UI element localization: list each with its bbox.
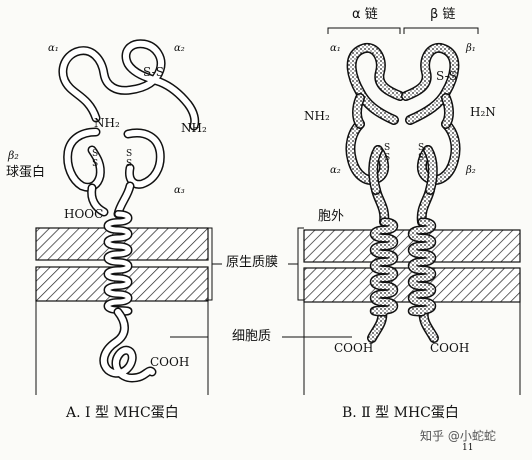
beta1-label-b: β₁ <box>466 43 476 54</box>
svg-text:S: S <box>384 153 390 163</box>
alpha-chain-label: α 链 <box>352 7 378 22</box>
disulfide-label-b: S-S <box>436 69 457 83</box>
disulfide-label-a: S-S <box>143 65 164 79</box>
alpha1-label-a: α₁ <box>48 43 59 54</box>
nh2-label-b: NH₂ <box>304 109 330 123</box>
panel-b-chain-brackets <box>327 27 479 34</box>
cytoplasm-label: 细胞质 <box>232 329 272 344</box>
membrane-bracket <box>170 227 352 338</box>
nh2-left-label-a: NH₂ <box>94 116 120 130</box>
alpha3-label-a: α₃ <box>174 185 185 196</box>
globulin-label: 球蛋白 <box>6 165 46 180</box>
panel-b-alpha-helix <box>369 217 399 317</box>
panel-b-disulfide-bonds: SS SS <box>384 143 424 163</box>
panel-a-transmembrane-helix <box>103 210 133 316</box>
alpha2-label-b: α₂ <box>330 165 341 176</box>
helix-core <box>105 211 131 315</box>
svg-text:S: S <box>418 143 424 153</box>
helix-core <box>371 219 397 315</box>
hooc-label-a: HOOC <box>64 207 104 221</box>
svg-text:S: S <box>92 159 98 169</box>
svg-text:S: S <box>126 159 132 169</box>
panel-a-protein <box>58 39 200 219</box>
svg-text:S: S <box>126 149 132 159</box>
plasma-membrane-label: 原生质膜 <box>226 255 279 270</box>
svg-text:S: S <box>384 143 390 153</box>
helix-core <box>409 219 435 315</box>
extracellular-label: 胞外 <box>318 209 345 224</box>
beta-chain-label: β 链 <box>430 7 456 22</box>
svg-text:S: S <box>92 149 98 159</box>
svg-text:S: S <box>418 153 424 163</box>
alpha1-label-b: α₁ <box>330 43 341 54</box>
cooh-right-label-b: COOH <box>430 341 470 355</box>
watermark: 知乎 @小蛇蛇 <box>420 429 496 443</box>
panel-a-cytoplasmic-tail <box>99 307 157 383</box>
beta2-label-a: β₂ <box>8 149 19 162</box>
h2n-label-b: H₂N <box>470 105 496 119</box>
panel-a-disulfide-bonds: SS SS <box>92 149 132 169</box>
cooh-left-label-b: COOH <box>334 341 374 355</box>
beta2-label-b: β₂ <box>466 165 476 176</box>
nh2-right-label-a: NH₂ <box>181 121 207 135</box>
page-number: 11 <box>462 443 474 453</box>
caption-b: B. Ⅱ 型 MHC蛋白 <box>342 405 459 421</box>
cooh-label-a: COOH <box>150 355 190 369</box>
panel-b-beta-helix <box>407 217 437 317</box>
caption-a: A. Ⅰ 型 MHC蛋白 <box>66 405 179 421</box>
alpha2-label-a: α₂ <box>174 43 185 54</box>
